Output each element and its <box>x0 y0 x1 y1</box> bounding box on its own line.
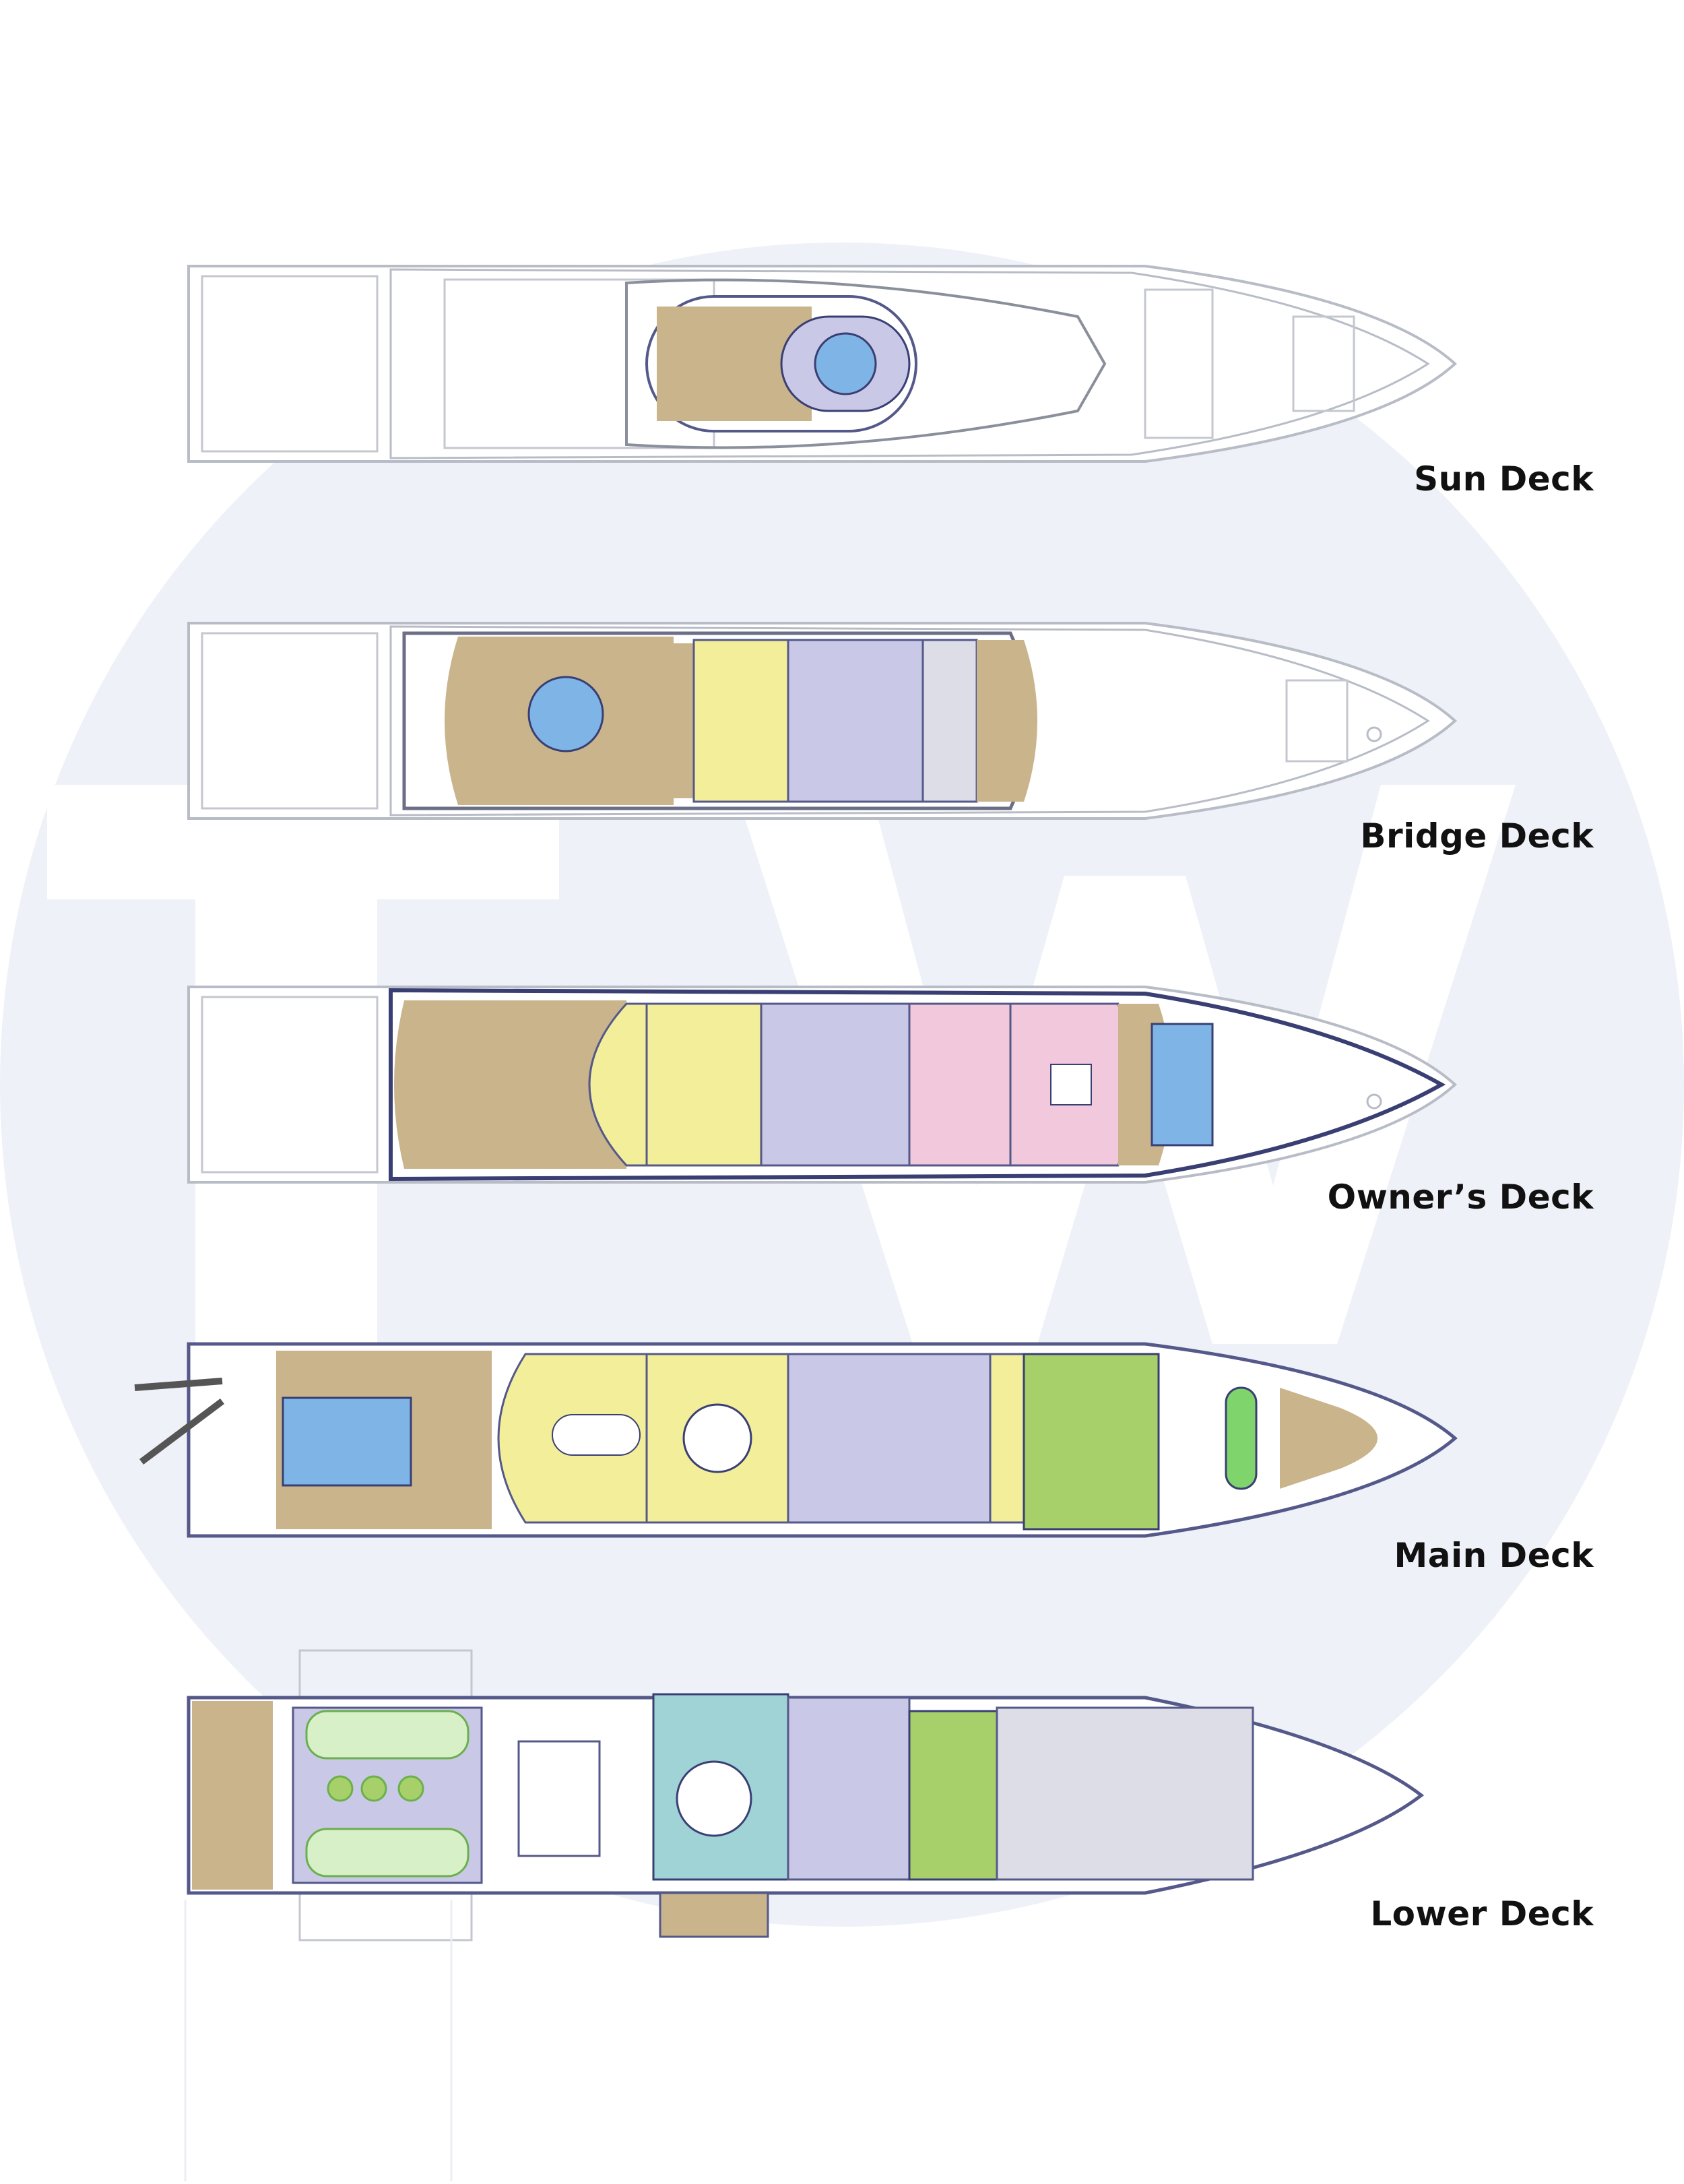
main-deck-plan <box>134 1342 1458 1538</box>
bridge-deck-plan <box>187 622 1457 820</box>
lower-deck-plan <box>187 1649 1425 1941</box>
owners-deck-label: Owner’s Deck <box>1327 1178 1594 1217</box>
sun-deck-plan <box>187 265 1457 463</box>
bridge-deck-label: Bridge Deck <box>1360 816 1594 856</box>
ghost-hull-outline <box>184 1900 453 2181</box>
main-deck-label: Main Deck <box>1394 1536 1594 1575</box>
lower-deck-label: Lower Deck <box>1370 1894 1594 1933</box>
owners-deck-plan <box>187 986 1457 1184</box>
sun-deck-label: Sun Deck <box>1414 459 1594 499</box>
